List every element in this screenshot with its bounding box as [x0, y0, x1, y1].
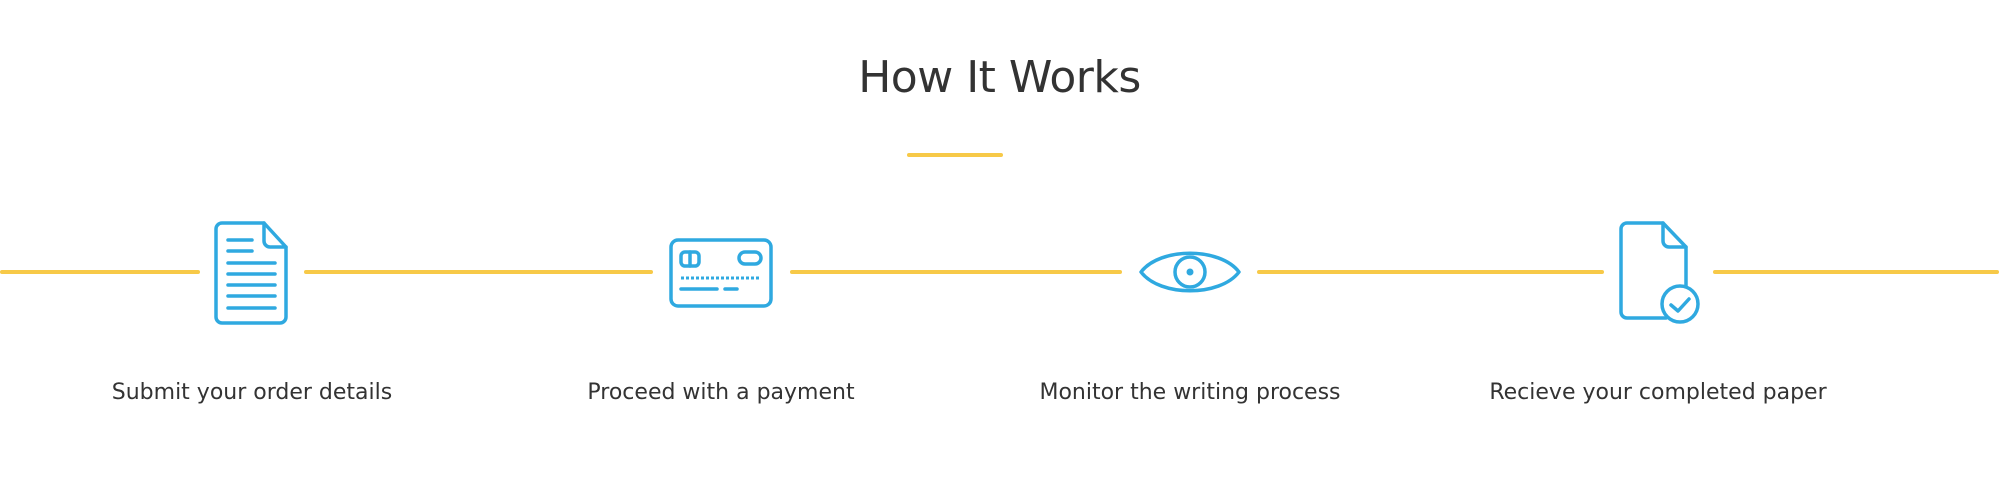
- step-label: Monitor the writing process: [1039, 380, 1341, 405]
- connector-line: [1257, 270, 1604, 274]
- connector-line: [0, 270, 200, 274]
- credit-card-icon: [669, 238, 773, 308]
- section-title: How It Works: [858, 52, 1141, 103]
- eye-icon: [1138, 243, 1242, 301]
- step-label: Proceed with a payment: [587, 380, 855, 405]
- connector-line: [1713, 270, 1999, 274]
- connector-line: [304, 270, 653, 274]
- document-check-icon: [1618, 220, 1702, 326]
- document-icon: [214, 220, 290, 326]
- step-label: Recieve your completed paper: [1489, 380, 1827, 405]
- connector-line: [790, 270, 1122, 274]
- title-underline-divider: [907, 153, 1003, 157]
- step-label: Submit your order details: [111, 380, 393, 405]
